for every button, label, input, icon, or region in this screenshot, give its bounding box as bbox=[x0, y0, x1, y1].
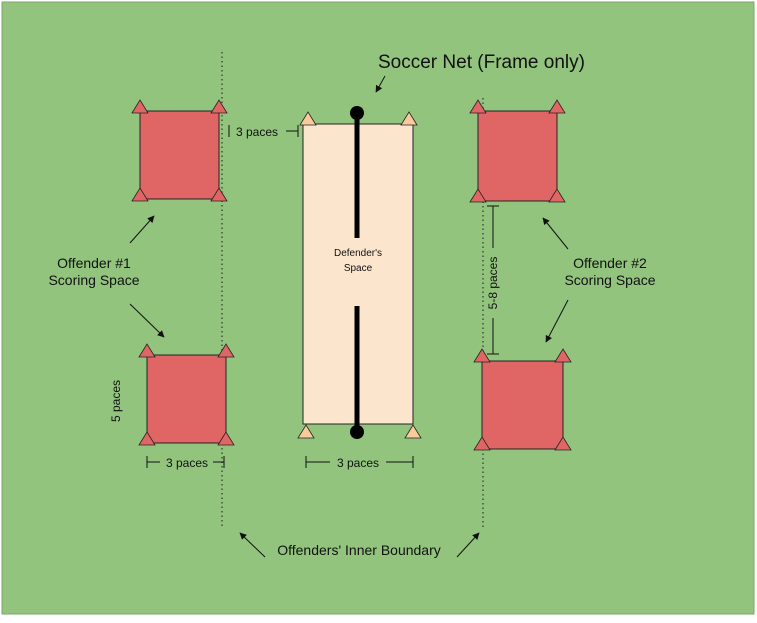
soccer-net-label: Soccer Net (Frame only) bbox=[378, 52, 585, 73]
defender-space-label-line2: Space bbox=[344, 263, 373, 274]
offender-2-label-line1: Offender #2 bbox=[573, 255, 647, 271]
cone-icon bbox=[138, 343, 156, 358]
cone-icon bbox=[548, 99, 566, 114]
soccer-net-frame bbox=[350, 106, 364, 439]
three-paces-center-label: 3 paces bbox=[337, 456, 379, 470]
offender-2-bottom-box bbox=[473, 348, 572, 451]
inner-boundary-label: Offenders' Inner Boundary bbox=[277, 542, 441, 558]
inner-boundary-arrow-right bbox=[456, 532, 480, 558]
five-paces-label: 5 paces bbox=[109, 380, 123, 422]
cone-icon bbox=[299, 111, 317, 126]
cone-icon bbox=[400, 111, 418, 126]
soccer-net-arrow bbox=[375, 75, 386, 93]
offender-2-top-box bbox=[469, 99, 566, 203]
cone-icon bbox=[554, 348, 572, 363]
five-eight-paces-label: 5-8 paces bbox=[486, 257, 500, 310]
cone-icon bbox=[131, 99, 149, 114]
cone-icon bbox=[469, 188, 487, 203]
cone-icon bbox=[210, 99, 228, 114]
goal-post-top bbox=[350, 106, 364, 120]
cone-icon bbox=[131, 187, 149, 202]
inner-boundary-arrow-left bbox=[239, 532, 266, 558]
cone-icon bbox=[404, 424, 422, 439]
offender-2-arrow-up bbox=[542, 217, 569, 250]
offender-1-bottom-box bbox=[138, 343, 235, 446]
cone-icon bbox=[469, 99, 487, 114]
cone-icon bbox=[548, 188, 566, 203]
offender-2-arrow-down bbox=[545, 299, 569, 343]
offender-1-top-box bbox=[131, 99, 228, 202]
offender-1-label-line2: Scoring Space bbox=[48, 272, 139, 288]
offender-1-arrow-up bbox=[129, 215, 155, 244]
cone-icon bbox=[554, 436, 572, 451]
three-paces-top-label: 3 paces bbox=[236, 125, 278, 139]
cone-icon bbox=[138, 431, 156, 446]
offender-1-arrow-down bbox=[129, 303, 165, 338]
goal-post-bottom bbox=[350, 425, 364, 439]
cone-icon bbox=[217, 431, 235, 446]
defender-space-label-line1: Defender's bbox=[334, 248, 382, 259]
cone-icon bbox=[217, 343, 235, 358]
offender-1-label-line1: Offender #1 bbox=[57, 255, 131, 271]
cone-icon bbox=[473, 436, 491, 451]
cone-icon bbox=[210, 187, 228, 202]
cone-icon bbox=[473, 348, 491, 363]
three-paces-left-label: 3 paces bbox=[166, 456, 208, 470]
cone-icon bbox=[297, 424, 315, 439]
offender-2-label-line2: Scoring Space bbox=[564, 272, 655, 288]
